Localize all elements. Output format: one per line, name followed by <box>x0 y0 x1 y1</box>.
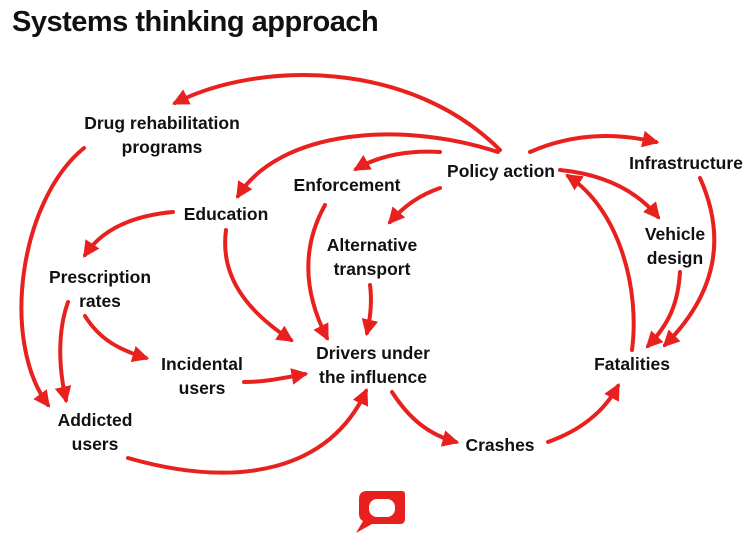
node-policy-action: Policy action <box>447 159 555 183</box>
arrow-alternative-transport-to-drivers-under-influence <box>361 283 379 337</box>
node-incidental-users: Incidental users <box>161 352 243 400</box>
arrow-fatalities-to-policy-action <box>565 174 636 352</box>
node-line: design <box>646 248 704 268</box>
page-title: Systems thinking approach <box>12 6 379 38</box>
arrow-prescription-rates-to-addicted-users <box>54 300 72 404</box>
node-drivers-under-the-influence: Drivers under the influence <box>316 341 430 389</box>
arrow-policy-action-to-alternative-transport <box>387 186 442 225</box>
node-line: transport <box>333 259 411 279</box>
conversation-logo-icon <box>356 491 405 533</box>
node-line: Drivers under <box>316 343 430 363</box>
node-infrastructure: Infrastructure <box>629 151 743 175</box>
arrow-infrastructure-to-fatalities <box>662 176 717 348</box>
node-line: Education <box>183 204 269 224</box>
node-line: Infrastructure <box>629 153 743 173</box>
arrow-policy-action-to-education <box>236 132 500 199</box>
node-line: Addicted <box>57 410 133 430</box>
node-addicted-users: Addicted users <box>58 408 133 456</box>
node-line: Prescription <box>48 267 152 287</box>
node-line: Crashes <box>465 435 535 455</box>
arrow-addicted-users-to-drivers-under-influence <box>126 387 369 475</box>
node-crashes: Crashes <box>465 433 534 457</box>
arrow-policy-action-to-vehicle-design <box>558 168 661 220</box>
node-prescription-rates: Prescription rates <box>49 265 151 313</box>
node-line: Incidental <box>161 354 243 374</box>
node-line: users <box>178 378 226 398</box>
node-enforcement: Enforcement <box>294 173 401 197</box>
node-line: Policy action <box>447 161 555 181</box>
arrow-crashes-to-fatalities <box>546 383 620 444</box>
arrow-prescription-rates-to-incidental-users <box>83 314 150 363</box>
node-education: Education <box>184 202 269 226</box>
arrow-policy-action-to-enforcement <box>353 149 442 171</box>
arrow-drivers-under-influence-to-crashes <box>390 390 460 447</box>
arrow-education-to-drivers-under-influence <box>223 228 294 342</box>
arrow-policy-action-to-drug-rehab <box>172 73 502 152</box>
node-drug-rehabilitation-programs: Drug rehabilitation programs <box>84 111 240 159</box>
node-line: Vehicle <box>644 224 706 244</box>
arrow-drug-rehab-to-addicted-users <box>19 146 86 408</box>
node-vehicle-design: Vehicle design <box>645 222 705 270</box>
arrow-incidental-users-to-drivers-under-influence <box>242 368 309 385</box>
node-line: the influence <box>319 367 427 387</box>
node-line: users <box>71 434 119 454</box>
node-alternative-transport: Alternative transport <box>327 233 417 281</box>
node-line: Enforcement <box>293 175 401 195</box>
arrow-education-to-prescription-rates <box>83 210 175 258</box>
node-line: Fatalities <box>594 354 670 374</box>
node-line: rates <box>79 291 121 311</box>
node-line: Alternative <box>326 235 418 255</box>
arrow-policy-action-to-infrastructure <box>528 130 660 154</box>
node-line: programs <box>121 137 203 157</box>
arrow-vehicle-design-to-fatalities <box>645 270 682 349</box>
node-line: Drug rehabilitation <box>84 113 240 133</box>
arrow-enforcement-to-drivers-under-influence <box>306 203 329 341</box>
node-fatalities: Fatalities <box>594 352 670 376</box>
